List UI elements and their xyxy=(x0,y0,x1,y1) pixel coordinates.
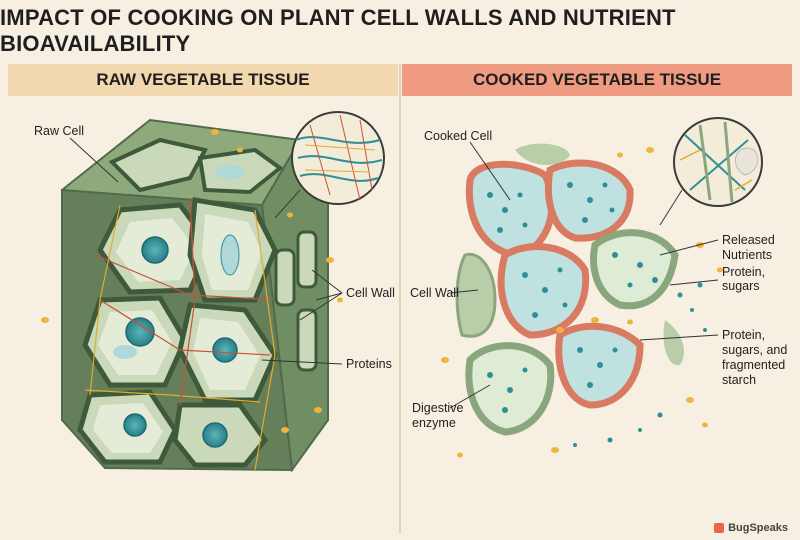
raw-fiber-network xyxy=(84,199,281,471)
digestive-enzyme-label-line1: Digestive xyxy=(412,401,463,415)
fragmented-starch-label-line3: fragmented xyxy=(722,358,785,372)
raw-cell-wall-label: Cell Wall xyxy=(346,286,395,300)
released-nutrients-label-line4: sugars xyxy=(722,279,760,293)
released-nutrients-label-line1: Released xyxy=(722,233,775,247)
cooked-cell-wall-label: Cell Wall xyxy=(410,286,459,300)
cooked-nutrient-dots xyxy=(487,182,707,447)
released-nutrients-label-line2: Nutrients xyxy=(722,248,772,262)
brand-logo: BugSpeaks xyxy=(714,522,788,534)
cooked-leader-lines xyxy=(449,141,719,409)
raw-particles xyxy=(41,129,343,433)
raw-tissue-block: Raw Cell Cell Wall Proteins xyxy=(34,111,395,473)
brand-name: BugSpeaks xyxy=(728,522,788,534)
cooked-cells xyxy=(455,143,685,436)
raw-leader-lines xyxy=(69,137,343,365)
panel-divider xyxy=(399,64,401,534)
brand-mark-icon xyxy=(714,523,725,533)
raw-proteins-label: Proteins xyxy=(346,357,392,371)
cooked-starch-particles xyxy=(441,147,723,458)
fragmented-starch-label-line2: sugars, and xyxy=(722,343,787,357)
cooked-tissue: Cooked Cell Cell Wall Released Nutrients… xyxy=(410,117,787,458)
raw-side-cells xyxy=(274,230,318,372)
cooked-cell-label: Cooked Cell xyxy=(424,129,492,143)
cooked-zoom-inset xyxy=(659,117,763,226)
fragmented-starch-label-line1: Protein, xyxy=(722,328,765,342)
digestive-enzyme-label-line2: enzyme xyxy=(412,416,456,430)
raw-zoom-inset xyxy=(274,111,385,219)
cooked-panel-heading: COOKED VEGETABLE TISSUE xyxy=(402,64,792,96)
raw-panel-heading: RAW VEGETABLE TISSUE xyxy=(8,64,398,96)
raw-cell-label: Raw Cell xyxy=(34,124,84,138)
released-nutrients-label-line3: Protein, xyxy=(722,265,765,279)
page-title: IMPACT OF COOKING ON PLANT CELL WALLS AN… xyxy=(0,5,676,56)
fragmented-starch-label-line4: starch xyxy=(722,373,756,387)
